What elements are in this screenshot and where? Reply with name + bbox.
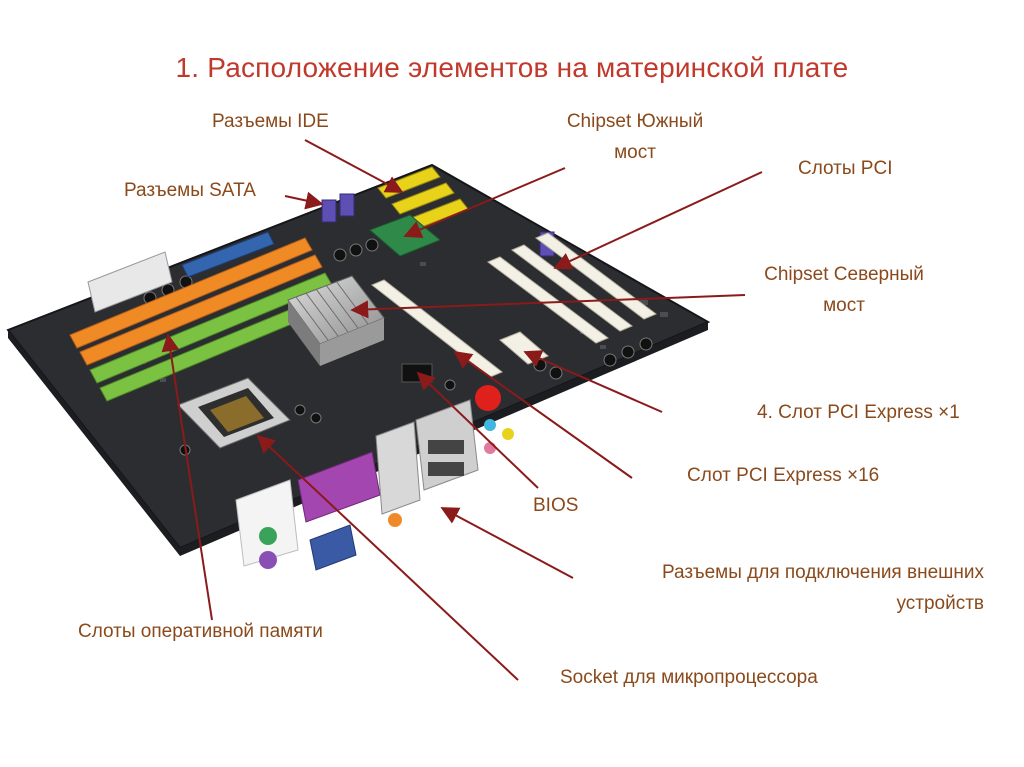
arrow-bios xyxy=(416,371,539,489)
arrow-pci xyxy=(553,171,763,270)
label-cpu-socket: Socket для микропроцессора xyxy=(560,667,818,688)
label-bios: BIOS xyxy=(533,495,579,516)
arrow-ram xyxy=(161,333,213,621)
page-title: 1. Расположение элементов на материнской… xyxy=(175,52,849,83)
arrow-sata xyxy=(284,191,324,210)
label-ram-slots: Слоты оперативной памяти xyxy=(78,621,323,642)
label-north-bridge: Chipset Северный мост xyxy=(738,259,950,321)
rear-io-panel xyxy=(235,399,514,571)
arrow-external-ports xyxy=(440,507,574,579)
label-external-ports-line2: устройств xyxy=(896,593,984,614)
label-south-bridge-line1: Chipset Южный xyxy=(566,111,704,132)
arrow-pcie-x16 xyxy=(453,350,633,479)
callout-arrows xyxy=(161,139,763,681)
arrow-south-bridge xyxy=(403,167,566,238)
label-north-bridge-line2: мост xyxy=(823,295,865,316)
capacitors xyxy=(143,238,653,456)
red-marker xyxy=(475,385,501,411)
arrow-socket xyxy=(256,434,519,681)
motherboard-pcb-edge xyxy=(8,330,180,556)
label-north-bridge-line1: Chipset Северный xyxy=(764,264,924,285)
label-pci-slots: Слоты PCI xyxy=(798,158,893,179)
arrow-ide xyxy=(304,139,404,193)
atx-power-connector xyxy=(87,251,173,313)
arrow-pcie-x1 xyxy=(523,350,663,413)
label-south-bridge-line2: мост xyxy=(614,142,656,163)
label-pcie-x16: Слот PCI Express ×16 xyxy=(687,465,880,486)
label-south-bridge: Chipset Южный мост xyxy=(530,106,740,168)
north-bridge-heatsink xyxy=(287,275,385,366)
arrow-north-bridge xyxy=(350,294,746,319)
cpu-socket xyxy=(177,377,291,449)
label-external-ports: Разъемы для подключения внешних устройст… xyxy=(578,557,984,619)
label-pcie-x1: 4. Слот PCI Express ×1 xyxy=(757,402,960,423)
label-sata-connectors: Разъемы SATA xyxy=(124,180,256,201)
ram-slots xyxy=(69,237,343,402)
label-ide-connectors: Разъемы IDE xyxy=(212,111,329,132)
bios-chip xyxy=(401,363,433,383)
label-external-ports-line1: Разъемы для подключения внешних xyxy=(662,562,984,583)
